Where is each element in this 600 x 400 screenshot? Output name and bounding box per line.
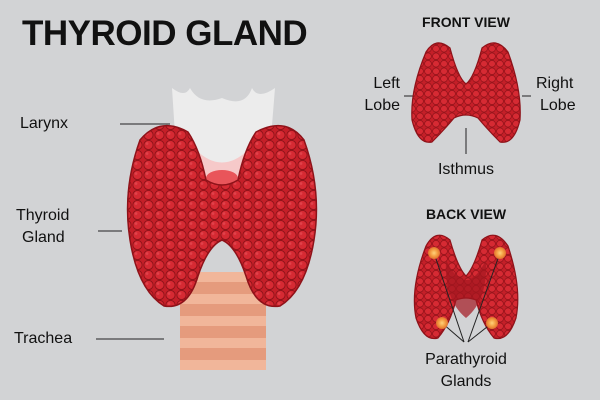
right-lobe-label-line1: Right — [536, 75, 574, 92]
larynx-label: Larynx — [20, 115, 69, 132]
right-lobe-label-line2: Lobe — [540, 97, 576, 114]
parathyroid-gland — [436, 317, 448, 329]
parathyroid-glands-label-line1: Parathyroid — [425, 351, 507, 368]
thyroid-gland-label-line1: Thyroid — [16, 207, 70, 224]
thyroid-gland-label-line2: Gland — [22, 229, 65, 246]
trachea-label: Trachea — [14, 330, 73, 347]
left-lobe-label-line2: Lobe — [364, 97, 400, 114]
back-view-title: BACK VIEW — [425, 206, 507, 222]
trachea — [180, 272, 266, 370]
thyroid-gland — [126, 124, 318, 308]
parathyroid-gland — [486, 317, 498, 329]
front-view-title: FRONT VIEW — [422, 14, 510, 30]
parathyroid-gland — [428, 247, 440, 259]
left-lobe-label-line1: Left — [373, 75, 400, 92]
parathyroid-glands-label-line2: Glands — [440, 373, 492, 390]
isthmus-label: Isthmus — [437, 161, 494, 178]
front-view-thyroid — [411, 42, 521, 143]
parathyroid-gland — [494, 247, 506, 259]
page-title: THYROID GLAND — [22, 14, 308, 53]
